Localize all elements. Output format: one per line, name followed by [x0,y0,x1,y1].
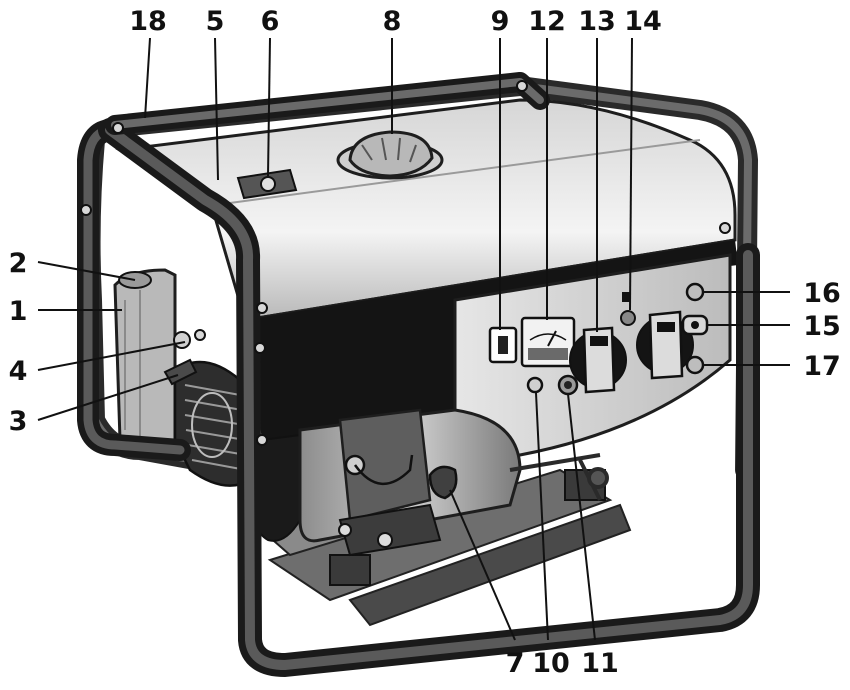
leader-6 [267,37,271,177]
callout-18: 18 [129,6,167,37]
callout-5: 5 [206,6,225,37]
leader-18 [144,37,151,119]
socket-2 [636,310,694,380]
engine [248,408,522,557]
leader-5 [214,37,219,181]
leader-2 [37,261,136,281]
leader-7 [449,489,516,641]
fuel-cap [336,130,444,180]
callout-11: 11 [581,648,619,679]
air-filter [113,268,177,454]
dc-outlet [681,314,709,336]
leader-4 [37,341,186,371]
socket-1 [569,326,627,394]
callout-14: 14 [624,6,662,37]
callout-8: 8 [383,6,402,37]
callout-1: 1 [9,296,28,327]
ground-terminal [685,282,705,302]
fuel-gauge [236,168,298,200]
engine-linkage [509,453,609,501]
indicator-light [526,376,544,394]
leader-3 [37,374,179,421]
callout-12: 12 [528,6,566,37]
dc-reset-button [557,374,579,396]
engine-switch [488,326,518,364]
voltmeter [520,316,576,368]
leader-lines [37,37,790,641]
callout-6: 6 [261,6,280,37]
dc-fuse [685,355,705,375]
callout-16: 16 [803,278,841,309]
callout-9: 9 [491,6,510,37]
callout-2: 2 [9,248,28,279]
fuel-valve [173,331,191,349]
leader-10 [535,392,549,641]
callout-13: 13 [578,6,616,37]
choke-lever [163,358,198,386]
callout-15: 15 [803,311,841,342]
front-body [245,240,738,440]
callout-4: 4 [9,356,28,387]
callout-7: 7 [506,648,525,679]
front-frame [77,72,760,677]
callout-10: 10 [532,648,570,679]
leader-14 [629,37,633,311]
callout-3: 3 [9,406,28,437]
circuit-breaker [620,292,636,326]
frame-bolts [80,80,731,446]
callout-17: 17 [803,351,841,382]
callout-numbers: 18 5 6 8 9 12 13 14 2 1 4 3 16 15 17 7 1… [9,6,841,679]
leader-11 [567,393,596,641]
